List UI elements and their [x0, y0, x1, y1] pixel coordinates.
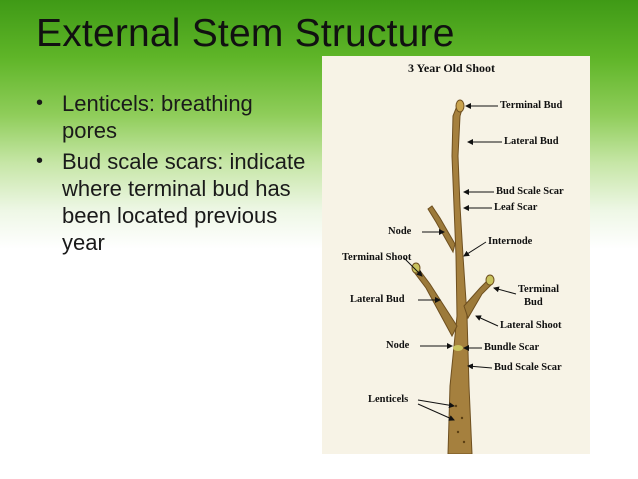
bullet-list: • Lenticels: breathing pores • Bud scale… [36, 90, 306, 260]
node-mark [453, 345, 463, 351]
lenticel-mark [456, 430, 460, 434]
main-stem [447, 105, 473, 454]
stem-illustration [403, 99, 517, 454]
arrow-lenticels-1 [417, 399, 455, 409]
lenticel-mark [454, 404, 458, 408]
arrow-bud-scale-scar-bottom [467, 363, 493, 370]
arrow-lateral-shoot [475, 315, 499, 327]
bullet-item: • Bud scale scars: indicate where termin… [36, 148, 306, 256]
arrow-internode [463, 241, 487, 257]
slide-title: External Stem Structure [36, 12, 455, 55]
label-lateral-shoot: Lateral Shoot [500, 320, 562, 331]
label-leaf-scar: Leaf Scar [494, 202, 538, 213]
label-terminal-shoot: Terminal Shoot [342, 252, 412, 263]
diagram-title: 3 Year Old Shoot [408, 61, 496, 75]
label-lenticels: Lenticels [368, 394, 409, 405]
lateral-bud-shape [485, 274, 495, 286]
lateral-shoot [463, 279, 493, 320]
label-terminal-bud-right-1: Terminal [518, 284, 560, 295]
terminal-shoot [413, 267, 458, 338]
label-lateral-bud-left: Lateral Bud [350, 294, 405, 305]
arrow-terminal-shoot [403, 257, 423, 277]
label-node-bottom: Node [386, 340, 410, 351]
bullet-text: Lenticels: breathing pores [62, 91, 253, 143]
label-bud-scale-scar-bottom: Bud Scale Scar [494, 362, 562, 373]
terminal-bud-shape [455, 99, 465, 113]
lenticel-mark [462, 440, 466, 444]
label-internode: Internode [488, 236, 533, 247]
label-terminal-bud-right-2: Bud [524, 297, 543, 308]
label-bud-scale-scar-top: Bud Scale Scar [496, 186, 564, 197]
label-lateral-bud-top: Lateral Bud [504, 136, 559, 147]
stem-diagram: 3 Year Old Shoot Terminal Bud Lateral Bu… [322, 56, 590, 454]
upper-shoot [427, 205, 456, 254]
bullet-item: • Lenticels: breathing pores [36, 90, 306, 144]
label-node-top: Node [388, 226, 412, 237]
label-bundle-scar: Bundle Scar [484, 342, 540, 353]
bullet-text: Bud scale scars: indicate where terminal… [62, 149, 306, 255]
bullet-dot-icon: • [36, 150, 44, 172]
bullet-dot-icon: • [36, 92, 44, 114]
arrow-terminal-bud-right [493, 286, 517, 295]
arrow-lenticels-2 [417, 403, 455, 421]
left-bud-shape [411, 262, 421, 274]
lenticel-mark [460, 416, 464, 420]
label-terminal-bud: Terminal Bud [500, 100, 563, 111]
